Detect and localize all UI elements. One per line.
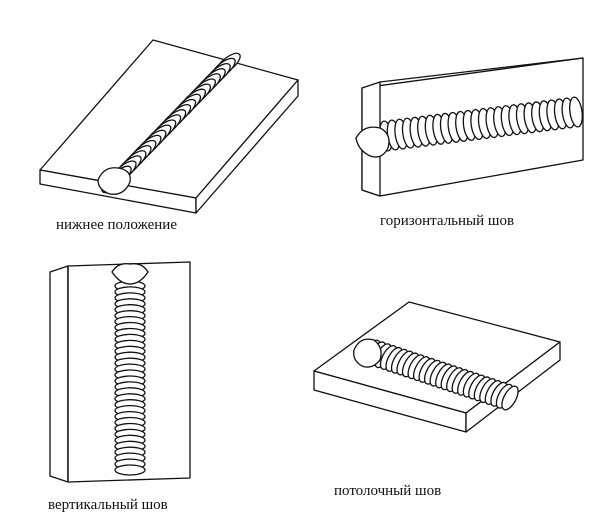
bead-end-crater bbox=[355, 126, 390, 158]
caption-flat-position: нижнее положение bbox=[56, 217, 177, 233]
caption-overhead-seam: потолочный шов bbox=[334, 483, 442, 499]
bead-end-crater bbox=[353, 338, 382, 368]
bead-ripple bbox=[501, 385, 519, 411]
bead-ripple bbox=[114, 464, 146, 476]
caption-horizontal-seam: горизонтальный шов bbox=[380, 213, 515, 229]
horizontal-weld-bead bbox=[355, 96, 583, 158]
flat-weld-bead bbox=[97, 52, 241, 195]
caption-vertical-seam: вертикальный шов bbox=[48, 497, 168, 513]
bead-end-crater bbox=[111, 263, 149, 285]
bead-end-crater bbox=[97, 167, 131, 195]
overhead-weld-bead bbox=[353, 338, 519, 411]
bead-ripple bbox=[569, 96, 583, 128]
vertical-weld-bead bbox=[111, 263, 149, 476]
